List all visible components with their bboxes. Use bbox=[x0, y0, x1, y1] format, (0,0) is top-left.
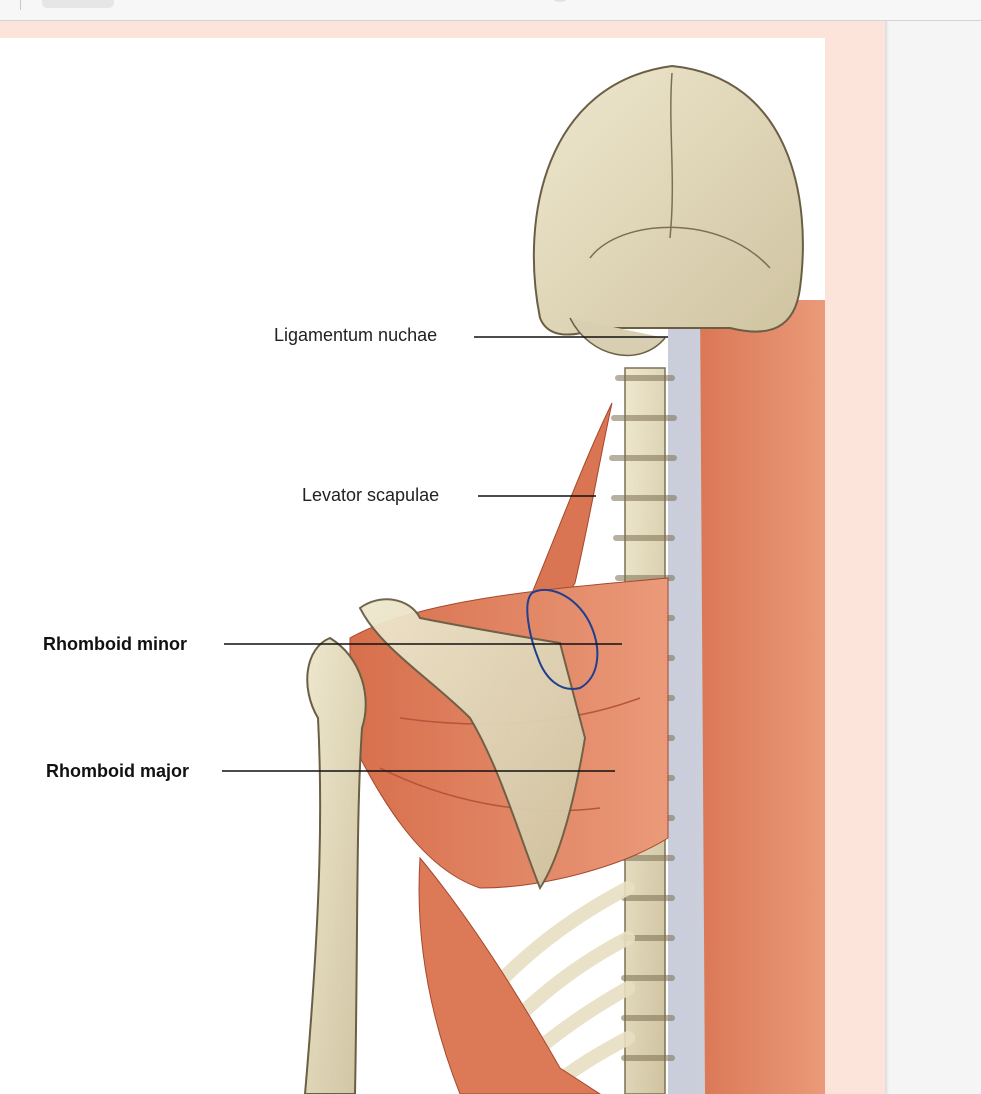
latissimus-muscle bbox=[418, 856, 601, 1094]
toolbar-button[interactable] bbox=[42, 0, 114, 8]
annotation-circle bbox=[526, 588, 599, 690]
label-rhomboid-major: Rhomboid major bbox=[46, 761, 189, 781]
label-ligamentum-nuchae: Ligamentum nuchae bbox=[274, 325, 438, 345]
label-levator-scapulae: Levator scapulae bbox=[302, 485, 440, 505]
lambdoid-suture bbox=[589, 226, 771, 269]
top-toolbar bbox=[0, 0, 981, 21]
toolbar-control[interactable] bbox=[548, 0, 572, 2]
anatomy-illustration bbox=[222, 64, 825, 1094]
levator-scapulae-muscle bbox=[529, 402, 613, 607]
document-page: Ligamentum nuchae Levator scapulae Rhomb… bbox=[0, 38, 825, 1094]
humerus-bone bbox=[303, 636, 367, 1094]
sagittal-suture bbox=[669, 72, 674, 239]
scapula-bone bbox=[358, 598, 587, 891]
trapezius-muscle bbox=[668, 300, 825, 1094]
midline-tendon bbox=[668, 300, 705, 1094]
viewer-edge-shadow bbox=[885, 21, 889, 1094]
label-rhomboid-minor: Rhomboid minor bbox=[43, 634, 187, 654]
toolbar-separator bbox=[20, 0, 21, 10]
skull-bone bbox=[532, 64, 804, 336]
